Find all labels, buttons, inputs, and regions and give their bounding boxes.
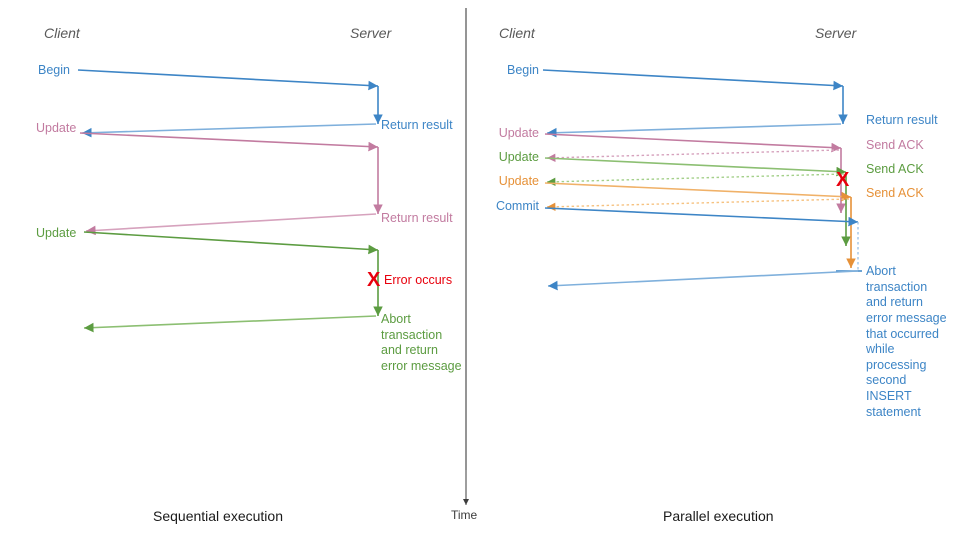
message-label-r-return-1: Return result: [866, 113, 938, 127]
message-label-r-abort: Abort transaction and return error messa…: [866, 264, 947, 419]
arrow-r-update-1: [544, 133, 842, 153]
message-label-r-update-3: Update: [498, 174, 539, 188]
message-label-r-commit: Commit: [495, 199, 539, 213]
arrow-r-update-3: [544, 182, 852, 202]
arrow-r-return-1: [546, 123, 842, 138]
left-actor-client: Client: [44, 25, 80, 41]
arrow-l-begin: [77, 69, 379, 91]
right-actor-client: Client: [499, 25, 535, 41]
message-label-r-begin: Begin: [507, 63, 539, 77]
arrow-r-abort-return: [547, 270, 859, 291]
message-label-l-begin: Begin: [38, 63, 70, 77]
arrow-l-update-2: [83, 231, 379, 255]
arrow-l-update-1: [79, 132, 379, 152]
left-panel-caption: Sequential execution: [153, 508, 283, 524]
message-label-l-update-2: Update: [36, 226, 77, 240]
message-label-l-return-2: Return result: [381, 211, 453, 225]
message-label-r-ack-2: Send ACK: [866, 162, 924, 176]
message-label-l-return-1: Return result: [381, 118, 453, 132]
arrow-r-ack-2: [546, 173, 845, 186]
message-label-r-update-2: Update: [498, 150, 539, 164]
right-panel-caption: Parallel execution: [663, 508, 774, 524]
arrow-r-ack-1: [546, 149, 840, 162]
arrow-r-commit: [544, 207, 859, 227]
arrow-r-begin: [542, 69, 844, 91]
message-label-l-update-1: Update: [36, 121, 77, 135]
left-actor-server: Server: [350, 25, 392, 41]
error-x-icon-left: X: [367, 269, 381, 291]
arrow-l-return-1: [81, 123, 377, 138]
arrow-l-abort-return: [83, 315, 377, 333]
time-axis-label: Time: [451, 508, 478, 522]
arrow-r-ack-3: [546, 198, 850, 211]
right-actor-server: Server: [815, 25, 857, 41]
message-label-l-abort: Abort transaction and return error messa…: [381, 312, 462, 373]
error-x-icon-right: X: [836, 169, 850, 191]
message-label-r-update-1: Update: [498, 126, 539, 140]
message-label-r-ack-1: Send ACK: [866, 138, 924, 152]
message-label-r-ack-3: Send ACK: [866, 186, 924, 200]
message-label-l-error: Error occurs: [384, 273, 453, 287]
arrow-l-return-2: [85, 213, 377, 236]
arrow-r-update-2: [544, 157, 847, 177]
